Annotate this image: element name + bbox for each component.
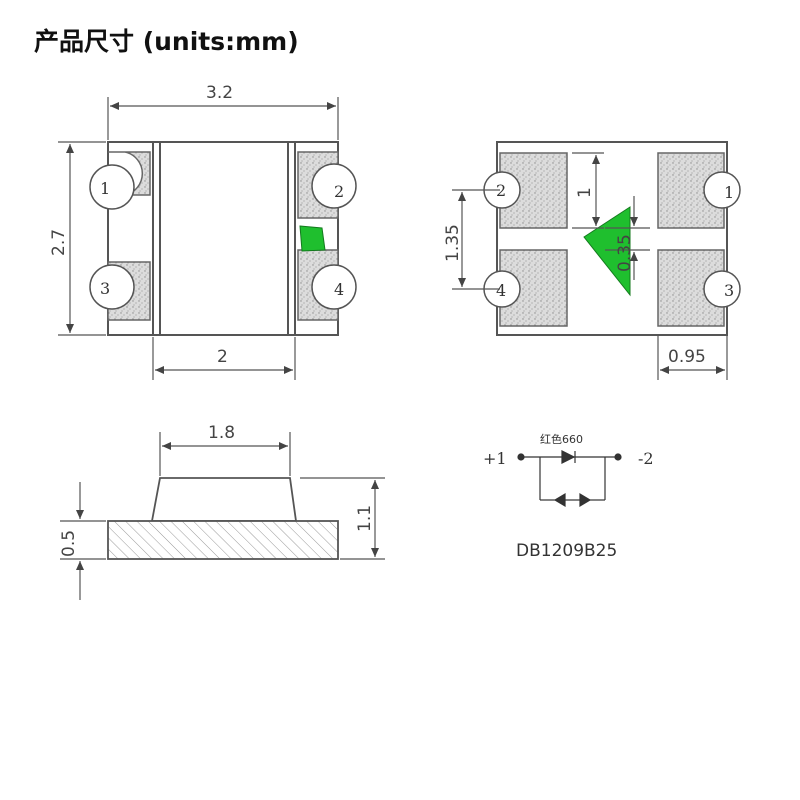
bottom-pad-3 [657, 249, 725, 327]
lens-dome [150, 477, 298, 522]
bottom-pin-2: 2 [496, 181, 506, 200]
dim-inner-width: 2 [217, 347, 228, 367]
bottom-pin-1: 1 [724, 183, 734, 202]
bottom-pad-1 [657, 152, 725, 229]
top-view [89, 141, 357, 336]
top-pin-3: 3 [100, 279, 110, 298]
bottom-pin-4: 4 [496, 281, 506, 300]
terminal-minus: -2 [638, 449, 654, 468]
dim-pin-pitch: 1.35 [443, 224, 463, 262]
dim-pad-width: 0.95 [668, 347, 706, 367]
side-view [107, 477, 339, 560]
top-pin-1: 1 [100, 179, 110, 198]
led-color-label: 红色660 [540, 432, 583, 446]
polarity-mark [299, 225, 326, 252]
reverse-diode-symbol [553, 492, 566, 508]
dim-0-35: 0.35 [615, 234, 635, 272]
dim-top-height: 2.7 [49, 229, 69, 256]
top-pin-2: 2 [334, 182, 344, 201]
dim-total-height: 1.1 [355, 505, 375, 532]
bottom-polarity-triangle [583, 206, 631, 297]
bottom-view [483, 141, 741, 336]
dim-1: 1 [575, 187, 595, 198]
page-title: 产品尺寸 (units:mm) [34, 27, 299, 56]
bottom-pin-3: 3 [724, 281, 734, 300]
dim-base-height: 0.5 [59, 530, 79, 557]
diode-symbol [561, 450, 576, 464]
circuit-symbol [517, 450, 622, 508]
part-number: DB1209B25 [516, 541, 617, 561]
top-pin-4: 4 [334, 280, 344, 299]
dim-lens-width: 1.8 [208, 423, 235, 443]
base-substrate [107, 520, 339, 560]
terminal-plus: +1 [483, 449, 507, 468]
dim-top-width: 3.2 [206, 83, 233, 103]
